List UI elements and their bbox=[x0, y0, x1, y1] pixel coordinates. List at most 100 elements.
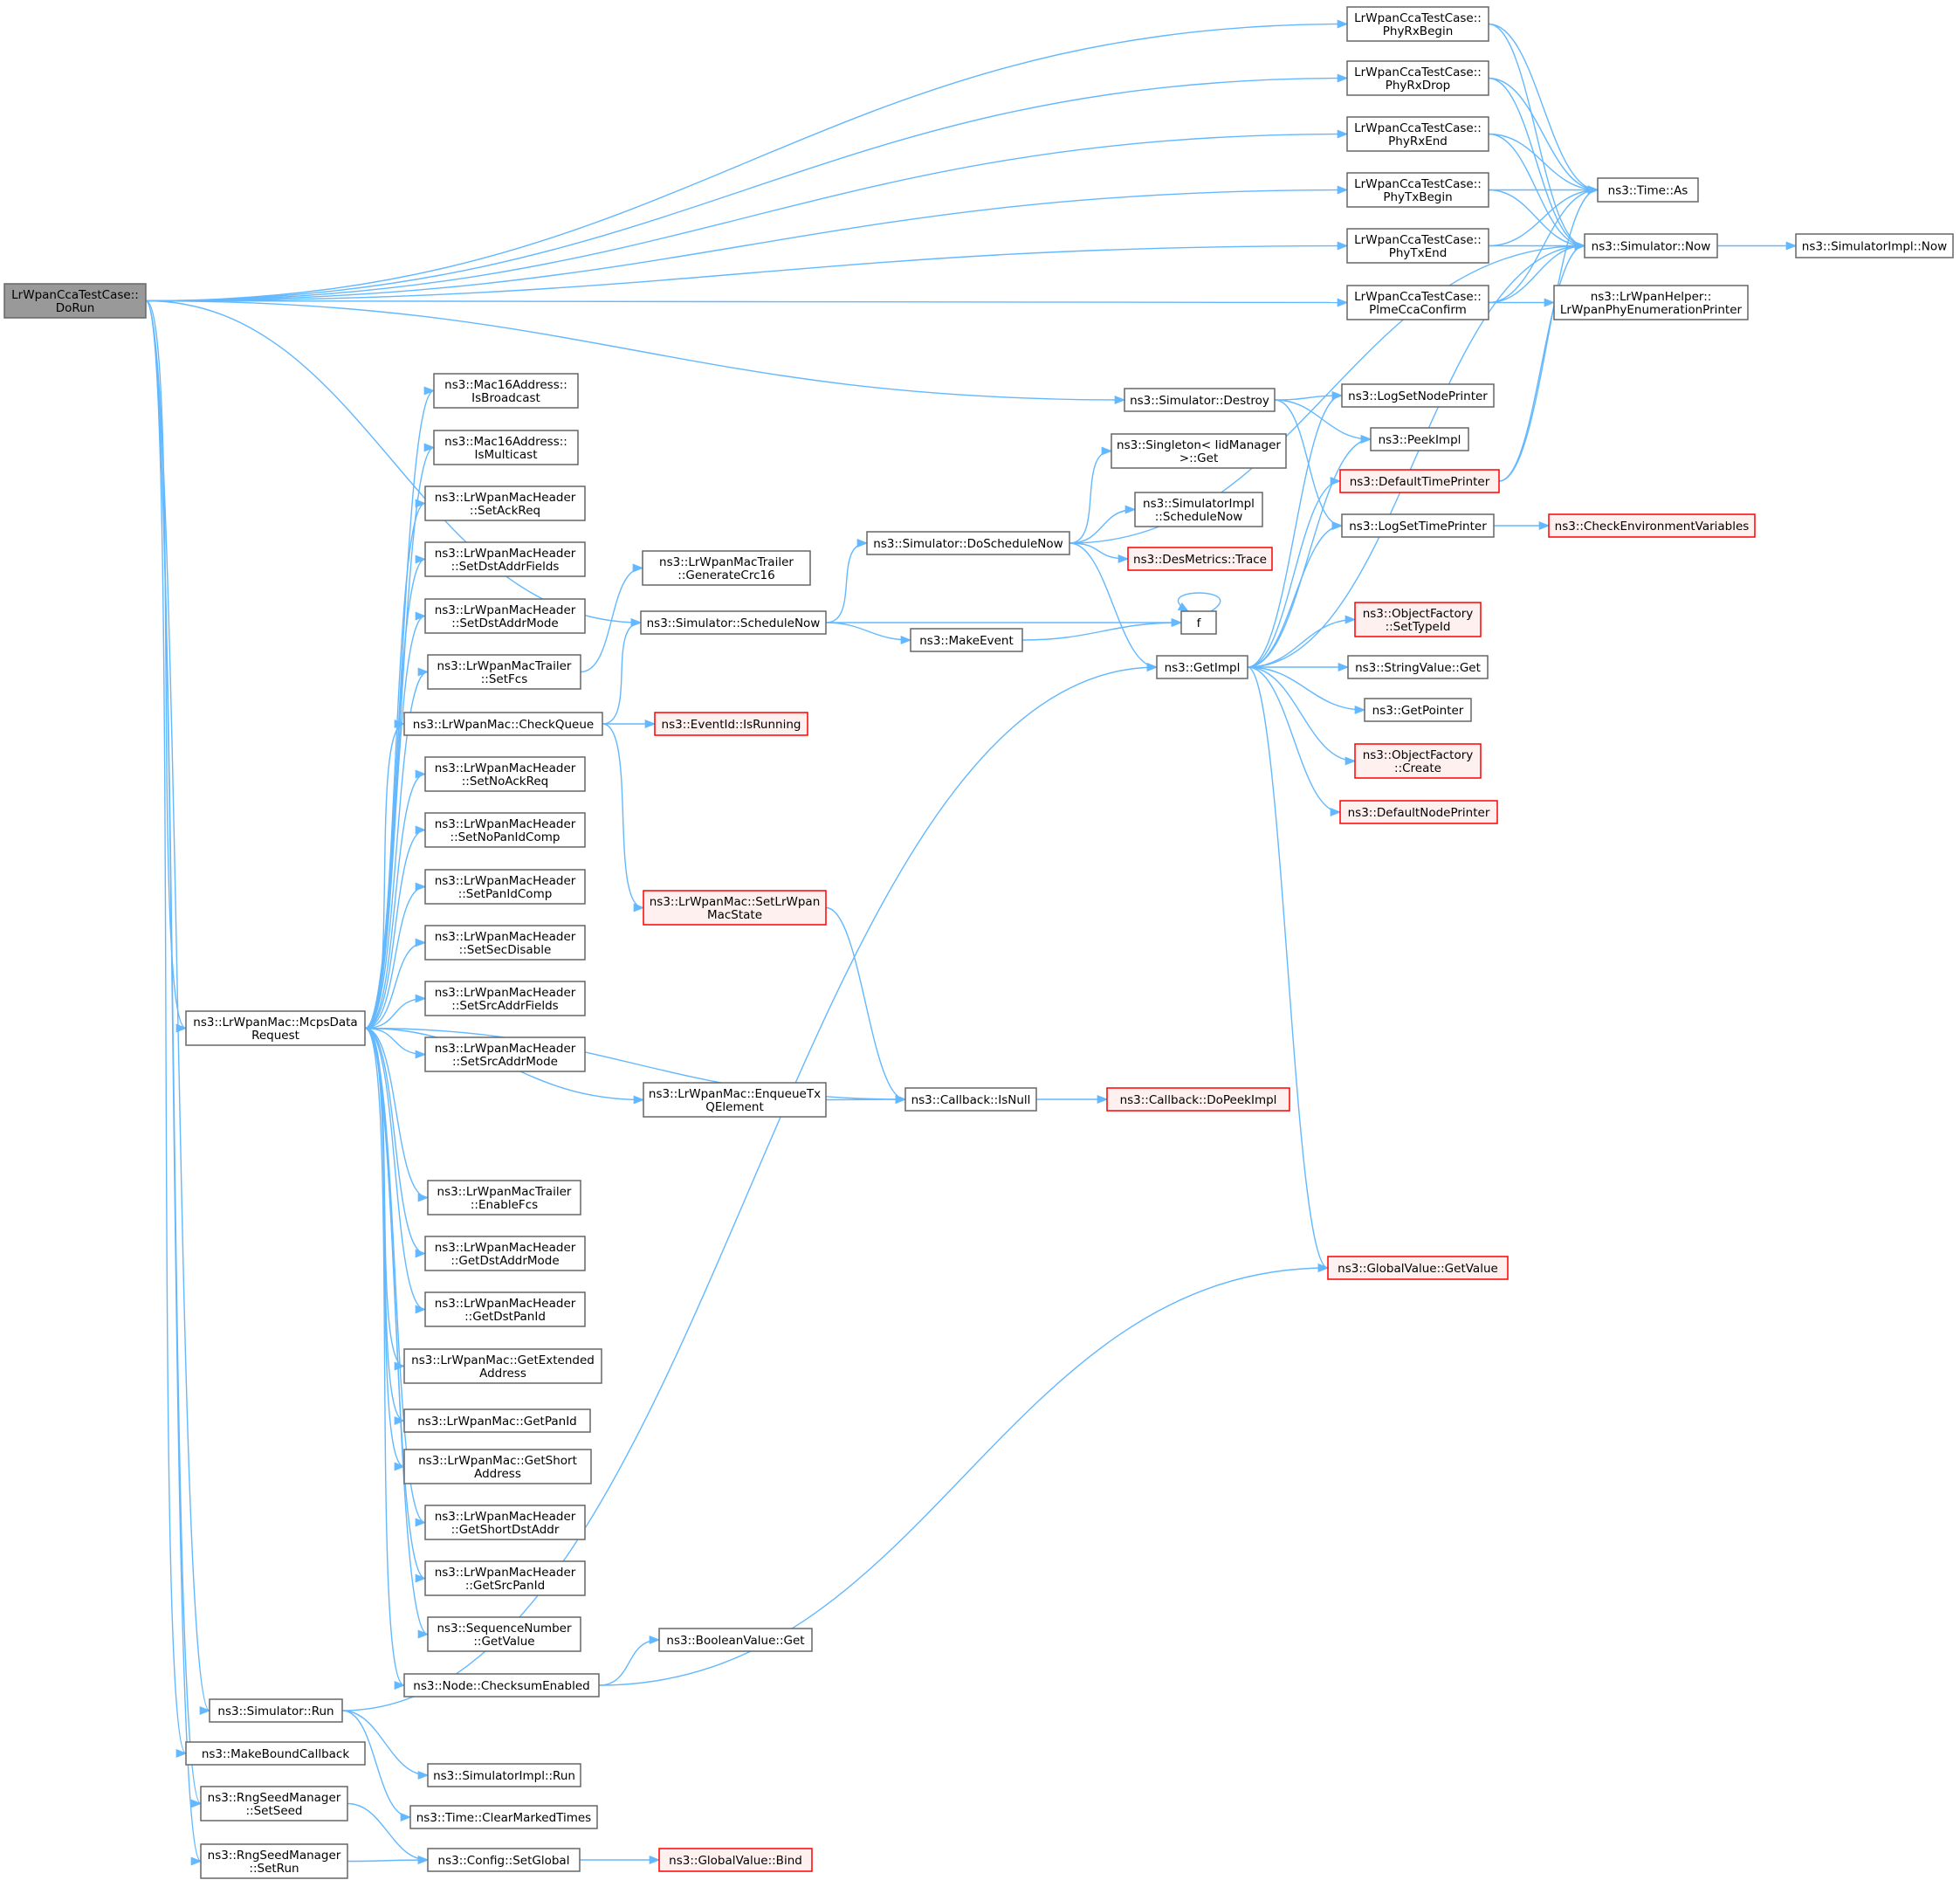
node-doScheduleNow[interactable]: ns3::Simulator::DoScheduleNow bbox=[866, 531, 1070, 555]
node-setDstAddrMode[interactable]: ns3::LrWpanMacHeader::SetDstAddrMode bbox=[424, 598, 586, 634]
node-peekImpl[interactable]: ns3::PeekImpl bbox=[1370, 427, 1469, 451]
edge-doScheduleNow-to-desTrace bbox=[1069, 542, 1130, 564]
edge-mcps-to-getDstPanId bbox=[364, 1027, 427, 1314]
node-setRun[interactable]: ns3::RngSeedManager::SetRun bbox=[200, 1843, 348, 1879]
node-gvBind[interactable]: ns3::GlobalValue::Bind bbox=[658, 1848, 813, 1872]
node-box bbox=[403, 1449, 592, 1484]
node-singletonGet[interactable]: ns3::Singleton< IidManager>::Get bbox=[1111, 433, 1287, 469]
node-getPanId[interactable]: ns3::LrWpanMac::GetPanId bbox=[403, 1408, 591, 1433]
node-getImpl[interactable]: ns3::GetImpl bbox=[1156, 655, 1248, 679]
node-box bbox=[424, 756, 586, 792]
node-timeAs[interactable]: ns3::Time::As bbox=[1597, 177, 1699, 203]
node-box bbox=[910, 628, 1023, 652]
node-cbIsNull[interactable]: ns3::Callback::IsNull bbox=[904, 1087, 1037, 1112]
node-checkEnv[interactable]: ns3::CheckEnvironmentVariables bbox=[1548, 513, 1756, 538]
node-setGlobal[interactable]: ns3::Config::SetGlobal bbox=[427, 1848, 581, 1872]
node-getShortDst[interactable]: ns3::LrWpanMacHeader::GetShortDstAddr bbox=[424, 1505, 586, 1540]
node-genCrc[interactable]: ns3::LrWpanMacTrailer::GenerateCrc16 bbox=[642, 550, 811, 586]
node-label: ns3::Config::SetGlobal bbox=[438, 1854, 570, 1868]
node-box bbox=[1134, 492, 1263, 527]
node-boolGet[interactable]: ns3::BooleanValue::Get bbox=[658, 1628, 813, 1652]
node-logSetTime[interactable]: ns3::LogSetTimePrinter bbox=[1341, 513, 1495, 538]
node-phyRxDrop[interactable]: LrWpanCcaTestCase::PhyRxDrop bbox=[1346, 60, 1489, 96]
edge-root-to-simRun bbox=[145, 300, 211, 1715]
node-phyRxBegin[interactable]: LrWpanCcaTestCase::PhyRxBegin bbox=[1346, 6, 1489, 42]
node-checksum[interactable]: ns3::Node::ChecksumEnabled bbox=[403, 1673, 600, 1698]
node-label: ns3::LrWpanMacHeader bbox=[435, 1297, 576, 1311]
node-setSrcAddrFields[interactable]: ns3::LrWpanMacHeader::SetSrcAddrFields bbox=[424, 981, 586, 1016]
node-label: ns3::LogSetTimePrinter bbox=[1349, 520, 1487, 534]
node-box bbox=[1364, 698, 1472, 722]
node-desTrace[interactable]: ns3::DesMetrics::Trace bbox=[1127, 547, 1273, 571]
node-label: ns3::Callback::IsNull bbox=[911, 1093, 1031, 1107]
node-seqGetValue[interactable]: ns3::SequenceNumber::GetValue bbox=[427, 1616, 581, 1652]
node-setNoPanIdComp[interactable]: ns3::LrWpanMacHeader::SetNoPanIdComp bbox=[424, 812, 586, 848]
node-setTypeId[interactable]: ns3::ObjectFactory::SetTypeId bbox=[1354, 602, 1482, 637]
node-phyEnumPrinter[interactable]: ns3::LrWpanHelper::LrWpanPhyEnumerationP… bbox=[1553, 285, 1749, 320]
node-label: Address bbox=[479, 1367, 526, 1381]
node-cbDoPeek[interactable]: ns3::Callback::DoPeekImpl bbox=[1106, 1087, 1290, 1112]
node-getPointer[interactable]: ns3::GetPointer bbox=[1364, 698, 1472, 722]
node-label: IsBroadcast bbox=[471, 391, 540, 405]
node-setNoAckReq[interactable]: ns3::LrWpanMacHeader::SetNoAckReq bbox=[424, 756, 586, 792]
node-getDstAddrMode[interactable]: ns3::LrWpanMacHeader::GetDstAddrMode bbox=[424, 1236, 586, 1271]
node-strValGet[interactable]: ns3::StringValue::Get bbox=[1347, 655, 1489, 679]
node-simImplNow[interactable]: ns3::SimulatorImpl::Now bbox=[1795, 233, 1954, 258]
node-box bbox=[1354, 602, 1482, 637]
node-getSrcPanId[interactable]: ns3::LrWpanMacHeader::GetSrcPanId bbox=[424, 1560, 586, 1596]
node-setFcs[interactable]: ns3::LrWpanMacTrailer::SetFcs bbox=[427, 654, 581, 690]
node-label: ns3::Simulator::DoScheduleNow bbox=[873, 537, 1063, 551]
node-defTimePrinter[interactable]: ns3::DefaultTimePrinter bbox=[1339, 469, 1500, 493]
node-isMulticast[interactable]: ns3::Mac16Address::IsMulticast bbox=[433, 430, 579, 465]
node-enableFcs[interactable]: ns3::LrWpanMacTrailer::EnableFcs bbox=[427, 1180, 581, 1215]
edge-root-to-mcps bbox=[145, 300, 188, 1033]
node-simImplRun[interactable]: ns3::SimulatorImpl::Run bbox=[427, 1763, 581, 1787]
node-eventRunning[interactable]: ns3::EventId::IsRunning bbox=[654, 712, 808, 736]
node-box bbox=[424, 812, 586, 848]
node-label: ns3::EventId::IsRunning bbox=[662, 718, 801, 732]
node-makeEvent[interactable]: ns3::MakeEvent bbox=[910, 628, 1023, 652]
node-root[interactable]: LrWpanCcaTestCase::DoRun bbox=[3, 283, 147, 319]
node-isBroadcast[interactable]: ns3::Mac16Address::IsBroadcast bbox=[433, 373, 579, 409]
node-phyRxEnd[interactable]: LrWpanCcaTestCase::PhyRxEnd bbox=[1346, 116, 1489, 152]
node-plmeCca[interactable]: LrWpanCcaTestCase::PlmeCcaConfirm bbox=[1346, 285, 1489, 320]
node-box bbox=[640, 610, 827, 635]
node-defNodePrinter[interactable]: ns3::DefaultNodePrinter bbox=[1339, 800, 1498, 824]
edge-setFcs-to-genCrc bbox=[580, 563, 644, 673]
node-phyTxBegin[interactable]: LrWpanCcaTestCase::PhyTxBegin bbox=[1346, 172, 1489, 208]
node-box bbox=[1597, 177, 1699, 203]
node-setDstAddrFields[interactable]: ns3::LrWpanMacHeader::SetDstAddrFields bbox=[424, 541, 586, 577]
node-setPanIdComp[interactable]: ns3::LrWpanMacHeader::SetPanIdComp bbox=[424, 869, 586, 905]
node-simNow[interactable]: ns3::Simulator::Now bbox=[1584, 233, 1718, 258]
node-label: ns3::LrWpanMacHeader bbox=[435, 1042, 576, 1056]
node-getDstPanId[interactable]: ns3::LrWpanMacHeader::GetDstPanId bbox=[424, 1291, 586, 1327]
node-label: ns3::GlobalValue::Bind bbox=[669, 1854, 802, 1868]
node-setSrcAddrMode[interactable]: ns3::LrWpanMacHeader::SetSrcAddrMode bbox=[424, 1036, 586, 1072]
node-checkQueue[interactable]: ns3::LrWpanMac::CheckQueue bbox=[403, 712, 603, 736]
node-phyTxEnd[interactable]: LrWpanCcaTestCase::PhyTxEnd bbox=[1346, 228, 1489, 264]
node-simRun[interactable]: ns3::Simulator::Run bbox=[209, 1698, 343, 1723]
node-box bbox=[424, 925, 586, 961]
node-f[interactable]: f bbox=[1180, 610, 1217, 635]
node-scheduleNow[interactable]: ns3::Simulator::ScheduleNow bbox=[640, 610, 827, 635]
node-simDestroy[interactable]: ns3::Simulator::Destroy bbox=[1124, 388, 1276, 412]
node-gvGetValue[interactable]: ns3::GlobalValue::GetValue bbox=[1327, 1256, 1509, 1280]
edge-simRun-to-clearMarked bbox=[341, 1710, 412, 1822]
node-setAckReq[interactable]: ns3::LrWpanMacHeader::SetAckReq bbox=[424, 485, 586, 521]
node-simImplSchedNow[interactable]: ns3::SimulatorImpl::ScheduleNow bbox=[1134, 492, 1263, 527]
node-label: ns3::LrWpanMacHeader bbox=[435, 1510, 576, 1524]
node-makeBound[interactable]: ns3::MakeBoundCallback bbox=[185, 1741, 366, 1766]
edge-mcps-to-setDstAddrMode bbox=[364, 611, 427, 1030]
node-box bbox=[200, 1843, 348, 1879]
node-ofCreate[interactable]: ns3::ObjectFactory::Create bbox=[1354, 743, 1482, 779]
node-setSeed[interactable]: ns3::RngSeedManager::SetSeed bbox=[200, 1786, 348, 1821]
node-logSetNode[interactable]: ns3::LogSetNodePrinter bbox=[1341, 383, 1495, 408]
node-label: DoRun bbox=[56, 301, 95, 315]
node-setSecDisable[interactable]: ns3::LrWpanMacHeader::SetSecDisable bbox=[424, 925, 586, 961]
node-clearMarked[interactable]: ns3::Time::ClearMarkedTimes bbox=[409, 1805, 598, 1829]
